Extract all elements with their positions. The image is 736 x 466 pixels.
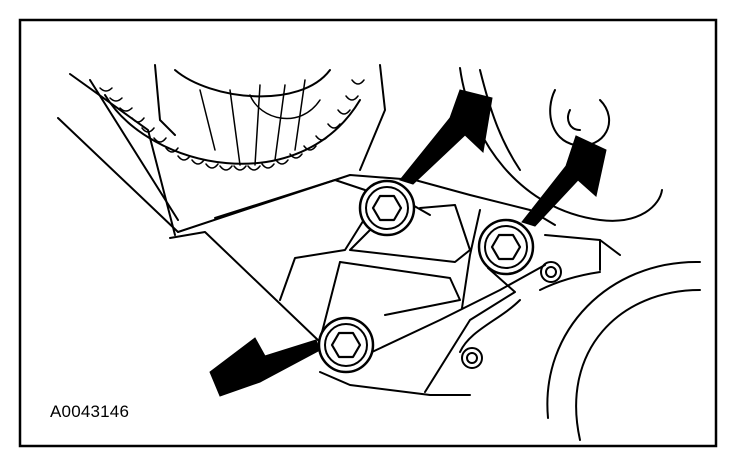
- bolt-upper: [358, 179, 416, 237]
- arrow-upper-bolt: [399, 89, 493, 185]
- arrow-lower-bolt: [209, 337, 321, 397]
- bolt-lower: [317, 316, 375, 374]
- left-housing: [57, 64, 179, 236]
- cooling-fins: [99, 64, 386, 171]
- figure-reference-code: A0043146: [50, 402, 130, 421]
- arrow-right-bolt: [521, 135, 607, 227]
- figure-frame: [18, 18, 718, 448]
- bolt-right: [477, 218, 535, 276]
- dowel-hole-upper: [540, 261, 562, 283]
- dowel-hole-lower: [461, 347, 483, 369]
